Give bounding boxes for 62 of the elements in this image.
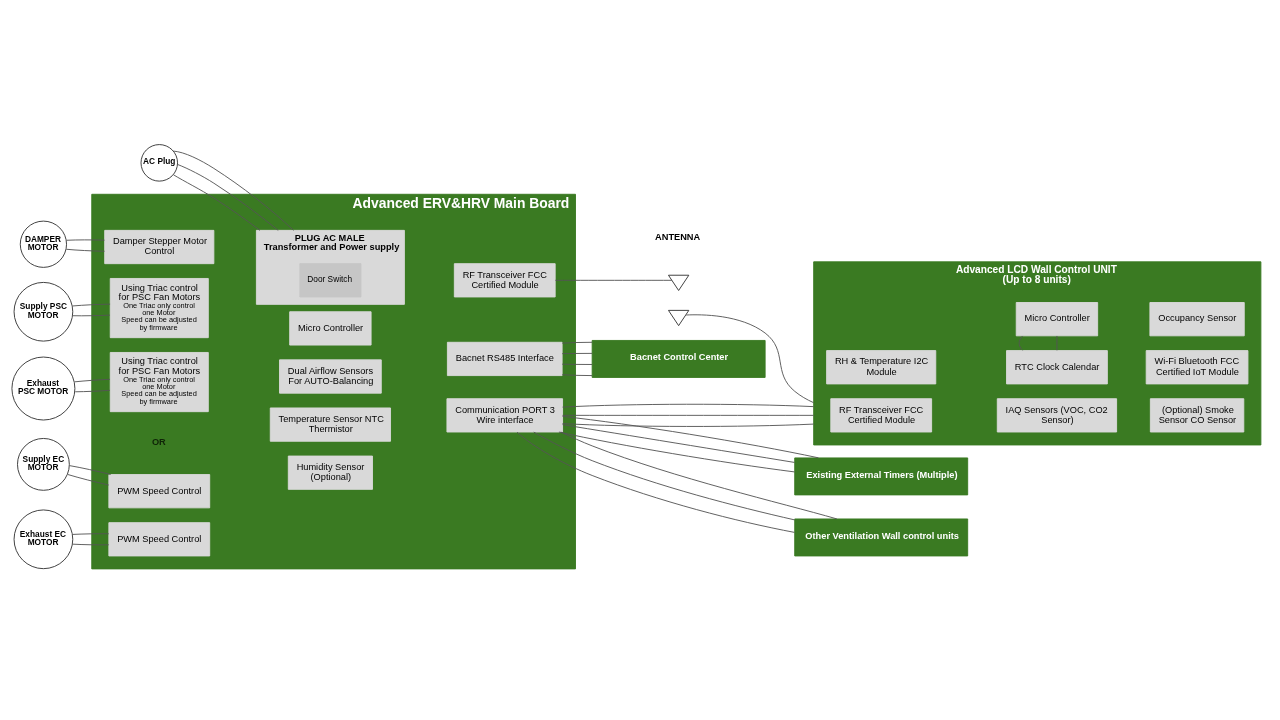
node-triangle	[668, 309, 690, 326]
node-box: PWM Speed Control	[108, 521, 211, 556]
node-box: RTC Clock Calendar	[1006, 349, 1108, 384]
connector	[562, 423, 796, 463]
node-box: RF Transceiver FCC Certified Module	[830, 397, 933, 432]
node-box: Micro Controller	[289, 310, 372, 345]
connector	[562, 414, 815, 416]
connector	[177, 163, 279, 231]
node-box: Temperature Sensor NTC Thermistor	[269, 407, 391, 442]
connector	[555, 279, 673, 281]
connector	[172, 173, 261, 231]
connector	[561, 373, 593, 376]
connector	[172, 150, 294, 231]
node-circle: Supply PSC MOTOR	[13, 281, 74, 342]
node-box: Using Triac control for PSC Fan Motors One Triac only control one Motor Speed can be adjusted by firmware	[109, 277, 209, 338]
node-box: Micro Controller	[1015, 301, 1099, 336]
connector	[561, 363, 593, 365]
node-box: Bacnet RS485 Interface	[446, 341, 563, 376]
node-circle: AC Plug	[140, 143, 178, 182]
connector	[72, 532, 110, 535]
node-box: RH & Temperature I2C Module	[826, 349, 937, 384]
node-box: Occupancy Sensor	[1149, 301, 1245, 336]
connector	[69, 464, 112, 475]
node-circle: DAMPER MOTOR	[19, 220, 67, 268]
connector	[72, 314, 111, 316]
connector	[561, 352, 593, 354]
node-circle: Exhaust EC MOTOR	[13, 509, 74, 569]
node-box: Bacnet Control Center	[591, 339, 766, 378]
node-box: (Optional) Smoke Sensor CO Sensor	[1149, 397, 1245, 432]
connector	[66, 238, 105, 241]
node-box: Dual Airflow Sensors For AUTO-Balancing	[279, 358, 382, 394]
label: ANTENNA	[655, 231, 701, 242]
connector	[65, 248, 105, 252]
connector	[74, 378, 111, 382]
connector	[74, 389, 111, 392]
node-box: Wi-Fi Bluetooth FCC Certified IoT Module	[1145, 349, 1249, 384]
label: OR	[151, 435, 166, 446]
connector	[558, 431, 796, 472]
connector	[685, 313, 815, 403]
connector	[72, 303, 111, 306]
node-box: IAQ Sensors (VOC, CO2 Sensor)	[996, 397, 1118, 432]
node-box: Existing External Timers (Multiple)	[794, 456, 969, 495]
connector	[561, 341, 593, 344]
node-box: Using Triac control for PSC Fan Motors One Triac only control one Motor Speed can be adjusted by firmware	[109, 351, 209, 412]
node-box: Humidity Sensor (Optional)	[287, 455, 373, 490]
node-circle: Exhaust PSC MOTOR	[11, 356, 76, 420]
connector	[1018, 335, 1023, 351]
node-triangle	[668, 274, 690, 291]
connector	[562, 415, 819, 458]
connector	[67, 473, 110, 485]
node-box: RF Transceiver FCC Certified Module	[453, 262, 556, 297]
connector	[562, 422, 815, 427]
connector	[516, 431, 795, 533]
node-box: PWM Speed Control	[108, 473, 211, 508]
node-circle: Supply EC MOTOR	[17, 437, 70, 491]
node-box: Communication PORT 3 Wire interface	[446, 397, 563, 432]
connector	[560, 431, 838, 519]
node-box: Other Ventilation Wall control units	[794, 518, 969, 556]
connector	[72, 543, 110, 545]
connector	[562, 403, 815, 408]
connector	[533, 431, 795, 520]
node-box: Damper Stepper Motor Control	[104, 229, 215, 264]
